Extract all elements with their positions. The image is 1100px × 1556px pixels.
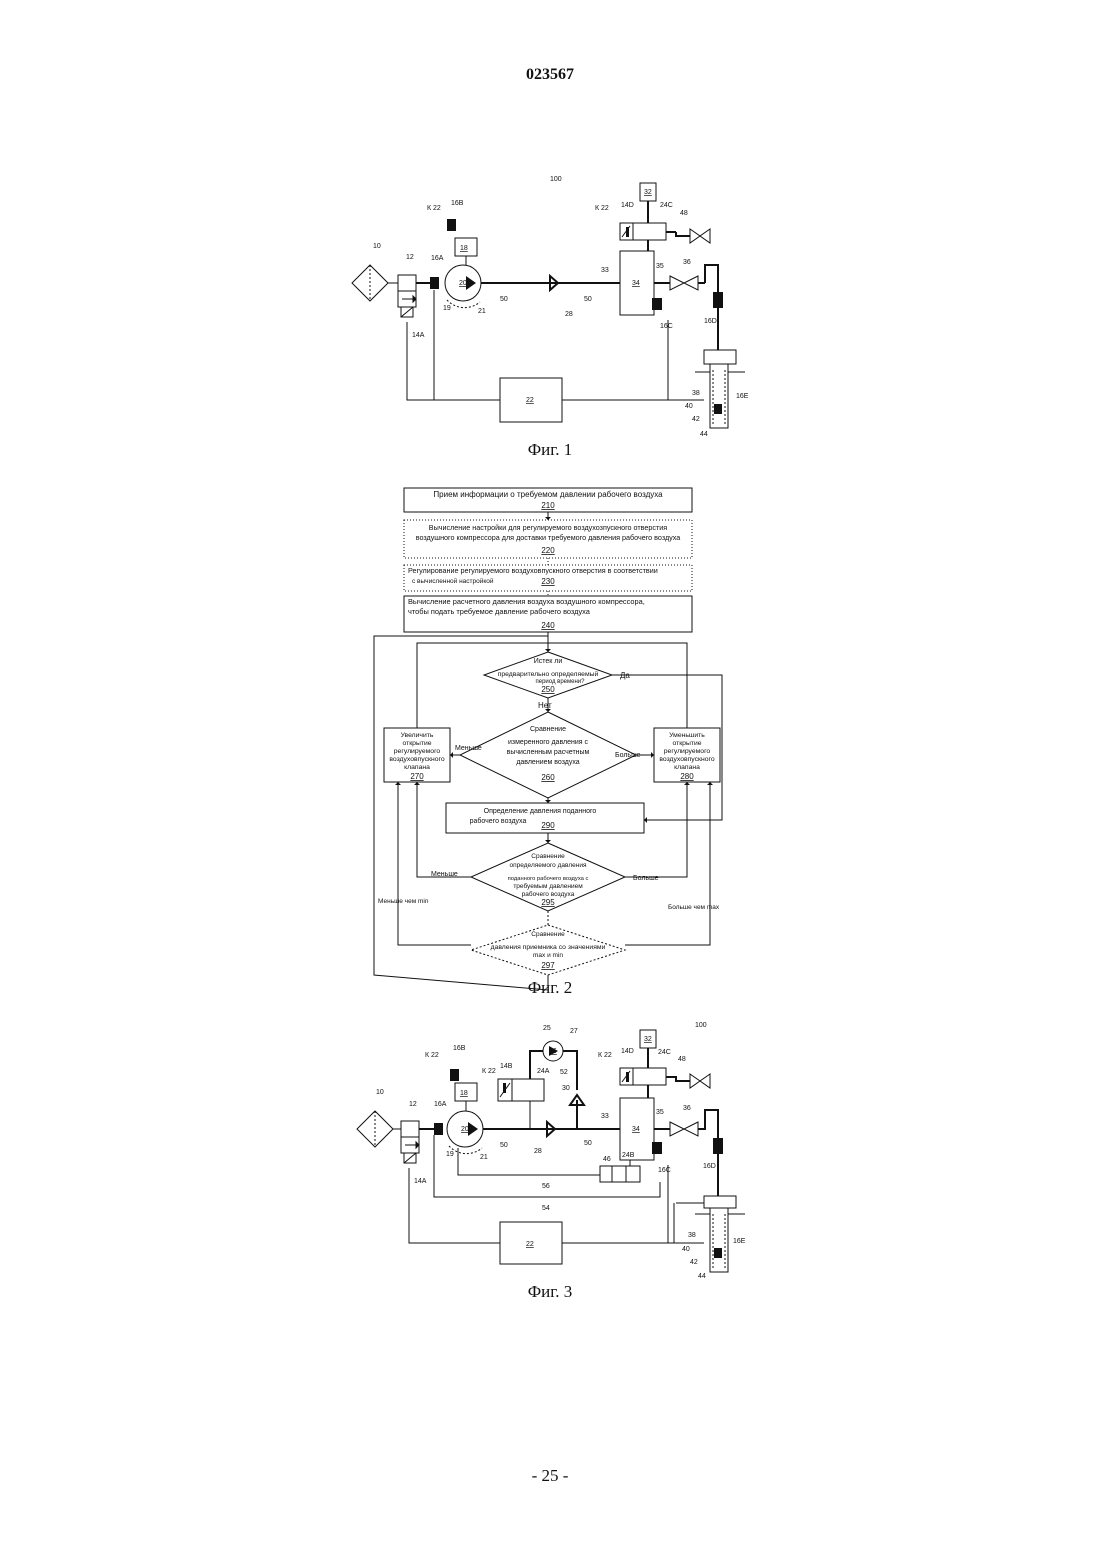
label-10: 10	[376, 1089, 384, 1096]
label-48: 48	[678, 1056, 686, 1063]
label-14a: 14A	[414, 1178, 427, 1185]
label-35: 35	[656, 1109, 664, 1116]
label-k22-mid: К 22	[482, 1068, 496, 1075]
label-36: 36	[683, 1105, 691, 1112]
label-21: 21	[480, 1154, 488, 1161]
label-27: 27	[570, 1028, 578, 1035]
label-50-right: 50	[584, 1140, 592, 1147]
label-24b: 24B	[622, 1152, 635, 1159]
ref-100-label: 100	[695, 1022, 707, 1029]
label-16e: 16E	[733, 1238, 746, 1245]
label-19: 19	[446, 1151, 454, 1158]
label-16d: 16D	[703, 1163, 716, 1170]
label-44: 44	[698, 1273, 706, 1280]
label-22: 22	[526, 1241, 534, 1248]
label-52: 52	[560, 1069, 568, 1076]
label-24a: 24A	[537, 1068, 550, 1075]
label-k22-right: К 22	[598, 1052, 612, 1059]
page-number: - 25 -	[0, 1466, 1100, 1486]
figure-3-caption: Фиг. 3	[0, 1282, 1100, 1302]
label-k22-left: К 22	[425, 1052, 439, 1059]
label-38: 38	[688, 1232, 696, 1239]
label-16c: 16C	[658, 1167, 671, 1174]
label-42: 42	[690, 1259, 698, 1266]
label-54: 54	[542, 1205, 550, 1212]
label-46: 46	[603, 1156, 611, 1163]
label-26: 26	[549, 1048, 557, 1055]
label-33: 33	[601, 1113, 609, 1120]
label-18: 18	[460, 1090, 468, 1097]
figure-3-diagram: 100 10 12 14A 16A 16B К 22 К 22 14B 24A …	[0, 0, 1100, 1310]
label-50-left: 50	[500, 1142, 508, 1149]
label-28: 28	[534, 1148, 542, 1155]
label-16a: 16A	[434, 1101, 447, 1108]
label-40: 40	[682, 1246, 690, 1253]
label-14b: 14B	[500, 1063, 513, 1070]
label-24c: 24C	[658, 1049, 671, 1056]
label-32: 32	[644, 1036, 652, 1043]
label-16b: 16B	[453, 1045, 466, 1052]
label-30: 30	[562, 1085, 570, 1092]
label-56: 56	[542, 1183, 550, 1190]
label-20: 20	[461, 1126, 469, 1133]
label-34: 34	[632, 1126, 640, 1133]
label-25: 25	[543, 1025, 551, 1032]
label-14d: 14D	[621, 1048, 634, 1055]
label-12: 12	[409, 1101, 417, 1108]
